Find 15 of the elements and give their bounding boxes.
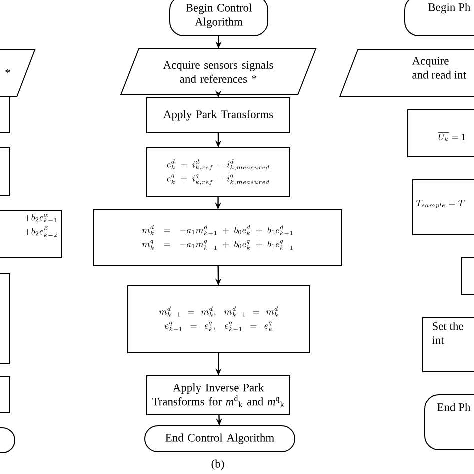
caption: (b) bbox=[212, 460, 224, 470]
process-box: $m_k^d = -a_1 m_{k-1}^d + b_0 e_k^d + b_1 e_{k-1}^d$ $m_k^q = -a_1 m_{k-1}^q + b_0 e_k^q + b_1 e_{k-1}^q$ bbox=[94, 210, 342, 266]
process-box: $m_{k-1}^d = m_k^d,\; m_{k-1}^d = m_k^d$ $e_{k-1}^q = e_k^q,\; e_{k-1}^q = e_k^q$ bbox=[128, 286, 310, 354]
input-parallelogram: * bbox=[0, 50, 36, 98]
process-box: $T_{sample} = T$ bbox=[412, 180, 474, 236]
process-box bbox=[0, 376, 10, 414]
process-box bbox=[462, 258, 474, 296]
process-box: $e_k^d = i_{k,ref}^d - i_{k,measured}^d$ $e_k^q = i_{k,ref}^q - i_{k,measured}^q$ bbox=[146, 148, 290, 198]
process-box bbox=[0, 274, 10, 364]
process-box: Set the int bbox=[422, 318, 474, 372]
process-box bbox=[0, 96, 10, 134]
process-box: Apply Park Transforms bbox=[146, 98, 290, 134]
process-box: $+ b_2 e_{k-1}^{\alpha}$ $+ b_2 e_{k-2}^{\beta}$ bbox=[0, 210, 62, 258]
process-box bbox=[0, 148, 10, 196]
process-box: $\overline{U_k} = 1$ bbox=[408, 110, 474, 158]
